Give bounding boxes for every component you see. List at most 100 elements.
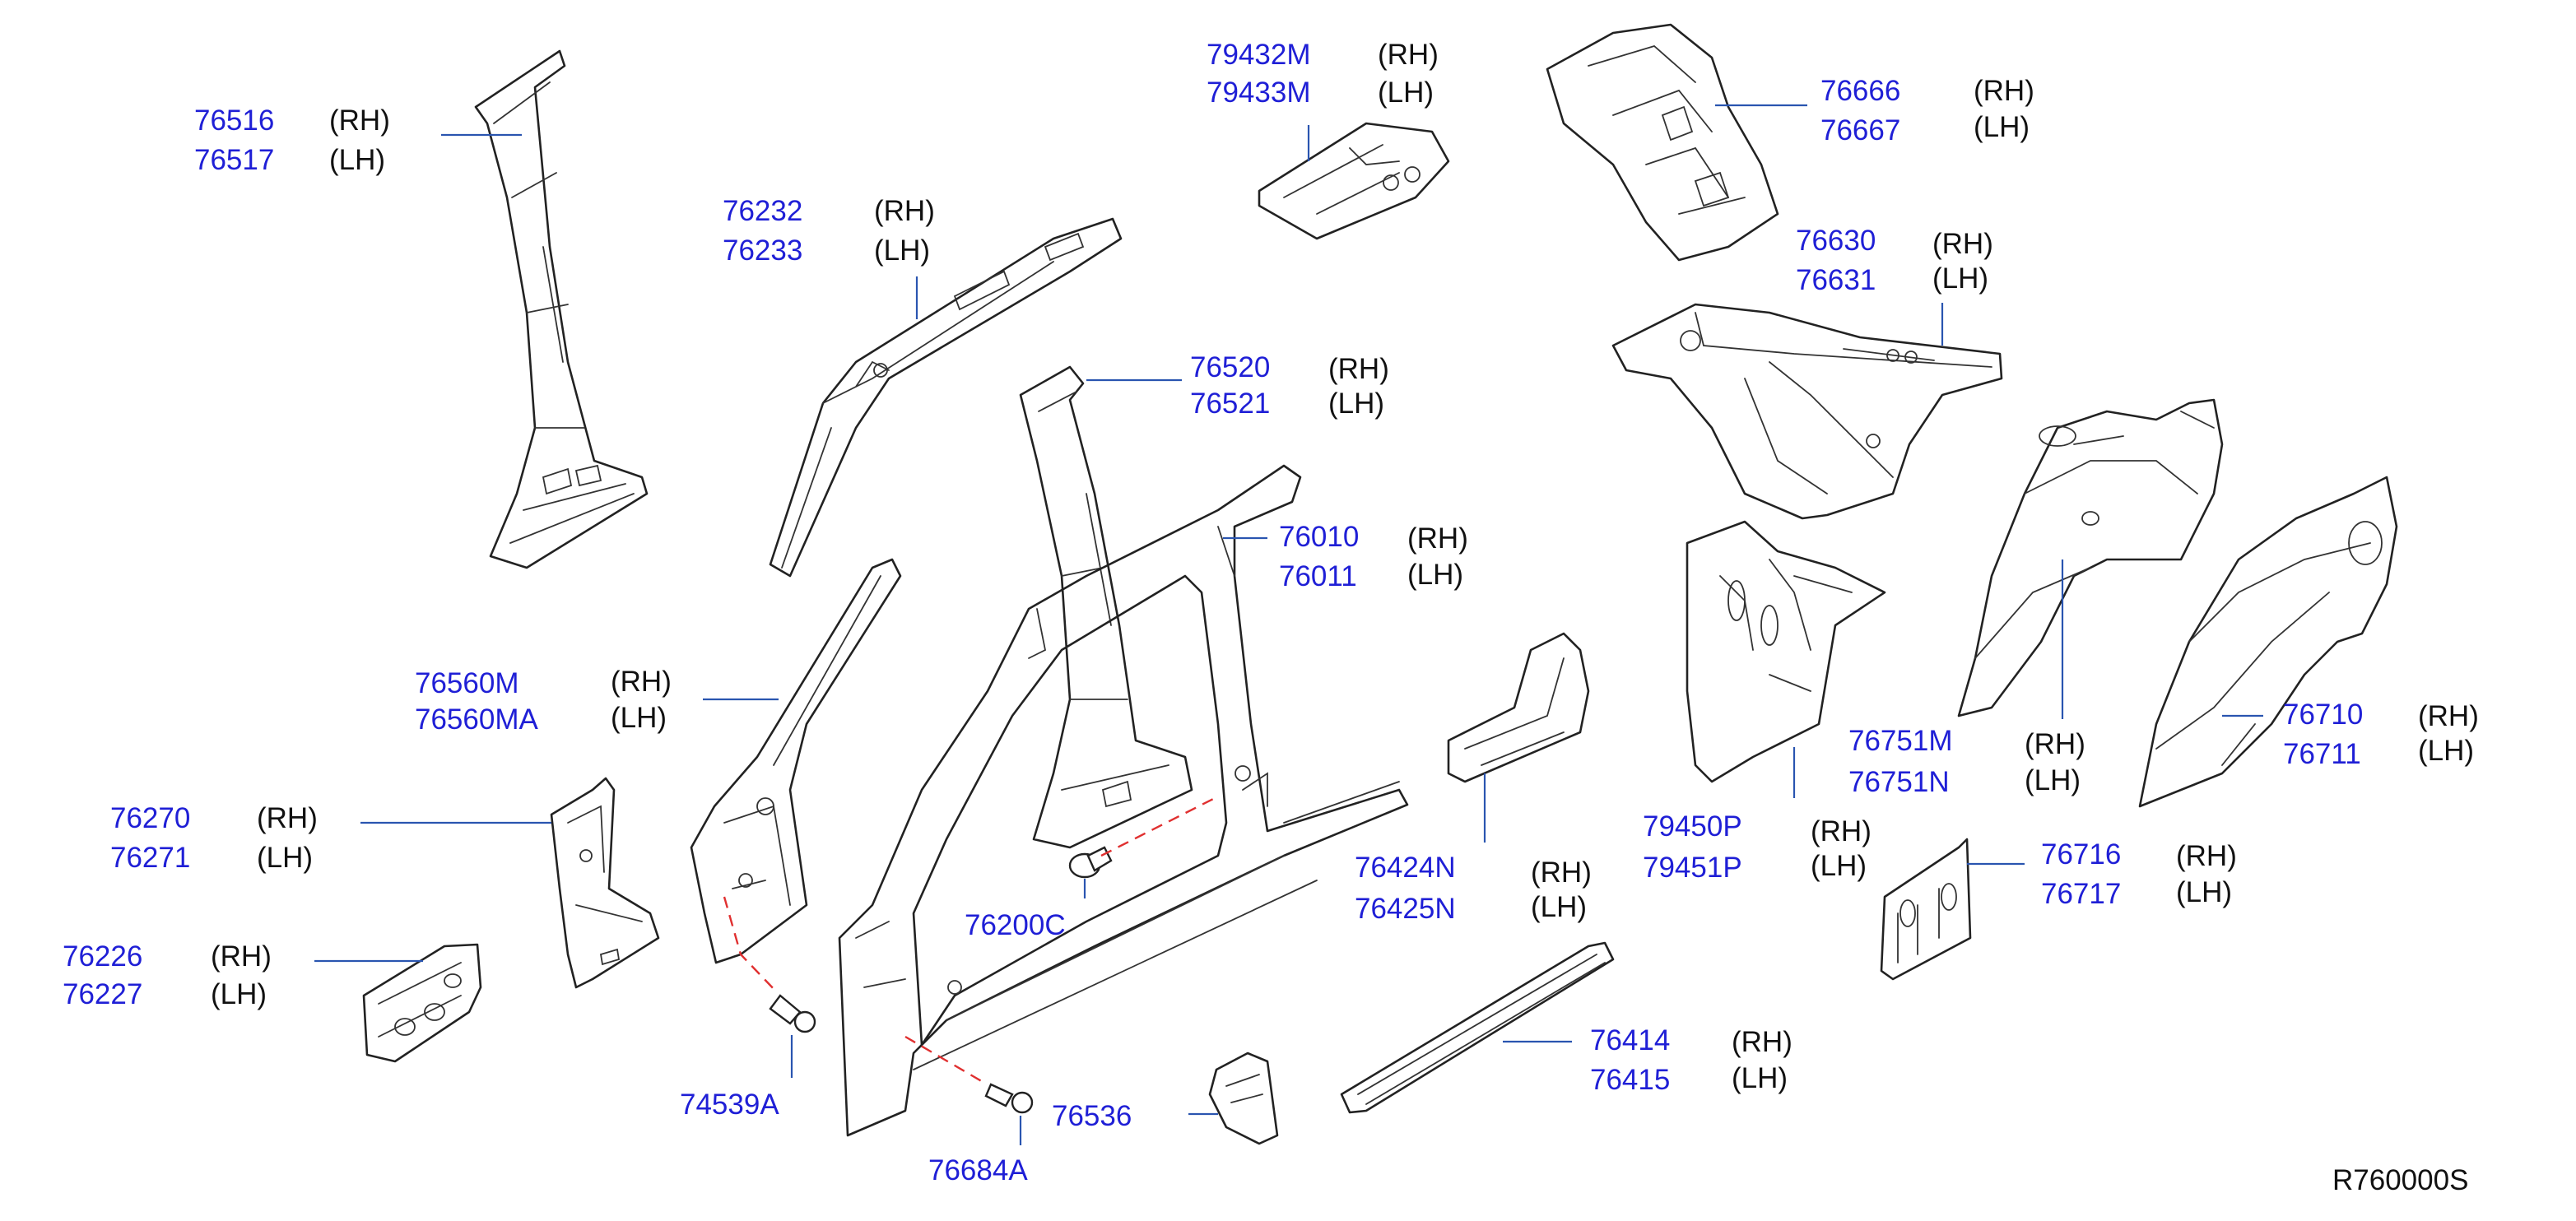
dashed-line-76684a [904,1035,985,1084]
dashed-line-76200c [1100,795,1219,857]
part-76520-drawing [1019,365,1193,849]
side-label: (RH) [257,802,318,834]
side-label: (LH) [1974,111,2030,143]
part-number[interactable]: 76536 [1052,1100,1132,1132]
side-label: (RH) [329,104,390,137]
callout-76684: 76684A [928,1154,1028,1186]
part-number[interactable]: 76560MA [415,703,538,736]
side-label: (RH) [211,940,272,973]
part-number[interactable]: 76520 [1190,351,1270,383]
side-label: (RH) [1378,39,1439,71]
part-76716-drawing [1880,838,1972,981]
side-label: (LH) [1378,77,1434,109]
part-number[interactable]: 76226 [63,940,142,973]
part-number[interactable]: 76010 [1279,521,1359,553]
part-number[interactable]: 76666 [1820,75,1900,107]
part-number[interactable]: 74539A [680,1089,779,1121]
part-number[interactable]: 76710 [2283,699,2363,731]
side-label: (LH) [1932,262,1988,295]
callout-79432: 79432M 79433M (RH) (LH) [1207,39,1439,109]
part-76270-drawing [550,777,660,989]
part-76710-drawing [2138,476,2398,808]
side-label: (RH) [2025,728,2085,760]
side-label: (LH) [1732,1062,1788,1094]
callout-76226: 76226 76227 (RH) (LH) [63,940,272,1010]
bolt-74539a [769,994,816,1033]
part-76414-drawing [1340,941,1615,1114]
part-number[interactable]: 76424N [1355,852,1456,884]
side-label: (RH) [1811,815,1872,847]
part-number[interactable]: 76271 [110,842,190,874]
part-76010-drawing [838,464,1409,1137]
callout-76232: 76232 76233 (RH) (LH) [723,195,935,267]
side-label: (LH) [1328,388,1384,420]
part-number[interactable]: 76232 [723,195,802,227]
side-label: (LH) [1531,891,1587,923]
side-label: (LH) [1407,559,1463,591]
side-label: (LH) [2025,764,2081,796]
part-76536-drawing [1208,1052,1279,1145]
side-label: (RH) [1407,522,1468,555]
callout-76666: 76666 76667 (RH) (LH) [1820,75,2034,146]
side-label: (LH) [874,234,930,267]
part-number[interactable]: 76684A [928,1154,1028,1186]
part-number[interactable]: 76425N [1355,893,1456,925]
part-76232-drawing [769,217,1123,578]
part-number[interactable]: 79432M [1207,39,1310,71]
leader-lines [314,104,2263,1145]
part-number[interactable]: 76517 [194,144,274,176]
callout-76010: 76010 76011 (RH) (LH) [1279,521,1468,592]
part-number[interactable]: 76751N [1848,766,1950,798]
side-label: (RH) [1531,857,1592,889]
bolt-76684a [984,1083,1034,1114]
side-label: (RH) [1732,1026,1793,1058]
part-number[interactable]: 76717 [2041,878,2121,910]
side-label: (LH) [257,842,313,874]
callout-76560: 76560M 76560MA (RH) (LH) [415,666,672,736]
part-number[interactable]: 76630 [1796,225,1876,257]
side-label: (LH) [611,702,667,734]
diagram-reference-code: R760000S [2332,1164,2468,1196]
side-label: (RH) [2418,700,2479,732]
part-number[interactable]: 76415 [1590,1064,1670,1096]
dashed-line-74539a [723,896,778,993]
side-label: (LH) [211,978,267,1010]
side-label: (RH) [2176,840,2237,872]
callout-76716: 76716 76717 (RH) (LH) [2041,838,2237,910]
side-label: (RH) [1932,228,1993,260]
part-number[interactable]: 76521 [1190,388,1270,420]
part-76226-drawing [362,943,482,1063]
part-number[interactable]: 76560M [415,667,518,699]
part-number[interactable]: 76516 [194,104,274,137]
callout-76424: 76424N 76425N (RH) (LH) [1355,852,1592,925]
part-76666-drawing [1546,23,1779,262]
part-number[interactable]: 76751M [1848,725,1952,757]
part-number[interactable]: 76414 [1590,1024,1670,1056]
part-76630-drawing [1611,303,2003,520]
part-number[interactable]: 76631 [1796,264,1876,296]
part-number[interactable]: 79450P [1643,810,1742,843]
part-number[interactable]: 76667 [1820,114,1900,146]
part-number[interactable]: 76270 [110,802,190,834]
part-number[interactable]: 76716 [2041,838,2121,870]
part-number[interactable]: 79451P [1643,852,1742,884]
part-number[interactable]: 79433M [1207,77,1310,109]
part-number[interactable]: 76200C [965,909,1066,941]
side-label: (RH) [1974,75,2034,107]
callout-76200: 76200C [965,909,1066,941]
side-label: (LH) [2418,735,2474,767]
part-number[interactable]: 76227 [63,978,142,1010]
part-76751-drawing [1957,398,2224,717]
part-number[interactable]: 76711 [2283,738,2361,770]
side-label: (LH) [329,144,385,176]
part-number[interactable]: 76011 [1279,560,1357,592]
side-label: (RH) [874,195,935,227]
callout-76751: 76751M 76751N (RH) (LH) [1848,725,2085,798]
part-76424-drawing [1447,632,1590,783]
side-label: (RH) [611,666,672,698]
side-label: (LH) [2176,876,2232,908]
part-76516-drawing [474,49,649,569]
part-number[interactable]: 76233 [723,234,802,267]
part-76560-drawing [690,558,902,964]
